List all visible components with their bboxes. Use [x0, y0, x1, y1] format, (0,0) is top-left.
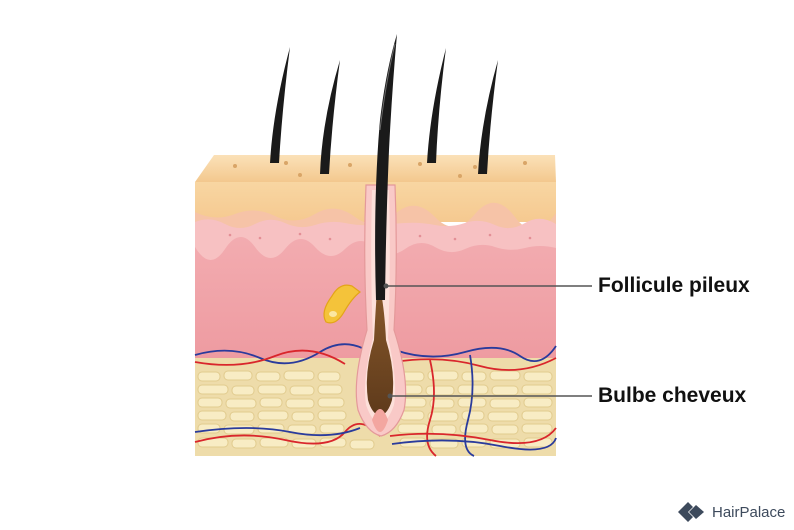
bulb-label: Bulbe cheveux — [598, 384, 747, 407]
dermal-papilla — [372, 409, 388, 432]
fat-cells — [197, 370, 553, 450]
artery — [426, 359, 437, 457]
dermis-dots — [228, 232, 532, 241]
brand-name: HairPalace — [712, 503, 786, 521]
artery — [194, 423, 381, 445]
hair-strand — [270, 47, 290, 163]
follicle-label: Follicule pileux — [598, 274, 750, 297]
main-hair-shaft — [375, 34, 397, 300]
skin-surface — [195, 155, 556, 182]
vein — [194, 343, 381, 365]
vein — [394, 345, 557, 363]
artery — [389, 427, 557, 445]
skin-pores — [233, 161, 527, 178]
hair-strand — [478, 60, 498, 174]
vein — [391, 437, 557, 451]
artery — [394, 357, 557, 371]
vein — [194, 427, 361, 437]
hair-bulb — [366, 280, 394, 416]
vein — [464, 354, 475, 457]
hair-strand — [427, 48, 446, 163]
hairpalace-logo-icon — [678, 502, 704, 522]
leader-lines — [383, 283, 592, 399]
hair-strands — [270, 34, 498, 300]
brand-logo: HairPalace — [676, 499, 785, 525]
hair-strand — [320, 60, 340, 174]
blood-vessels — [194, 343, 557, 457]
artery — [194, 349, 346, 366]
